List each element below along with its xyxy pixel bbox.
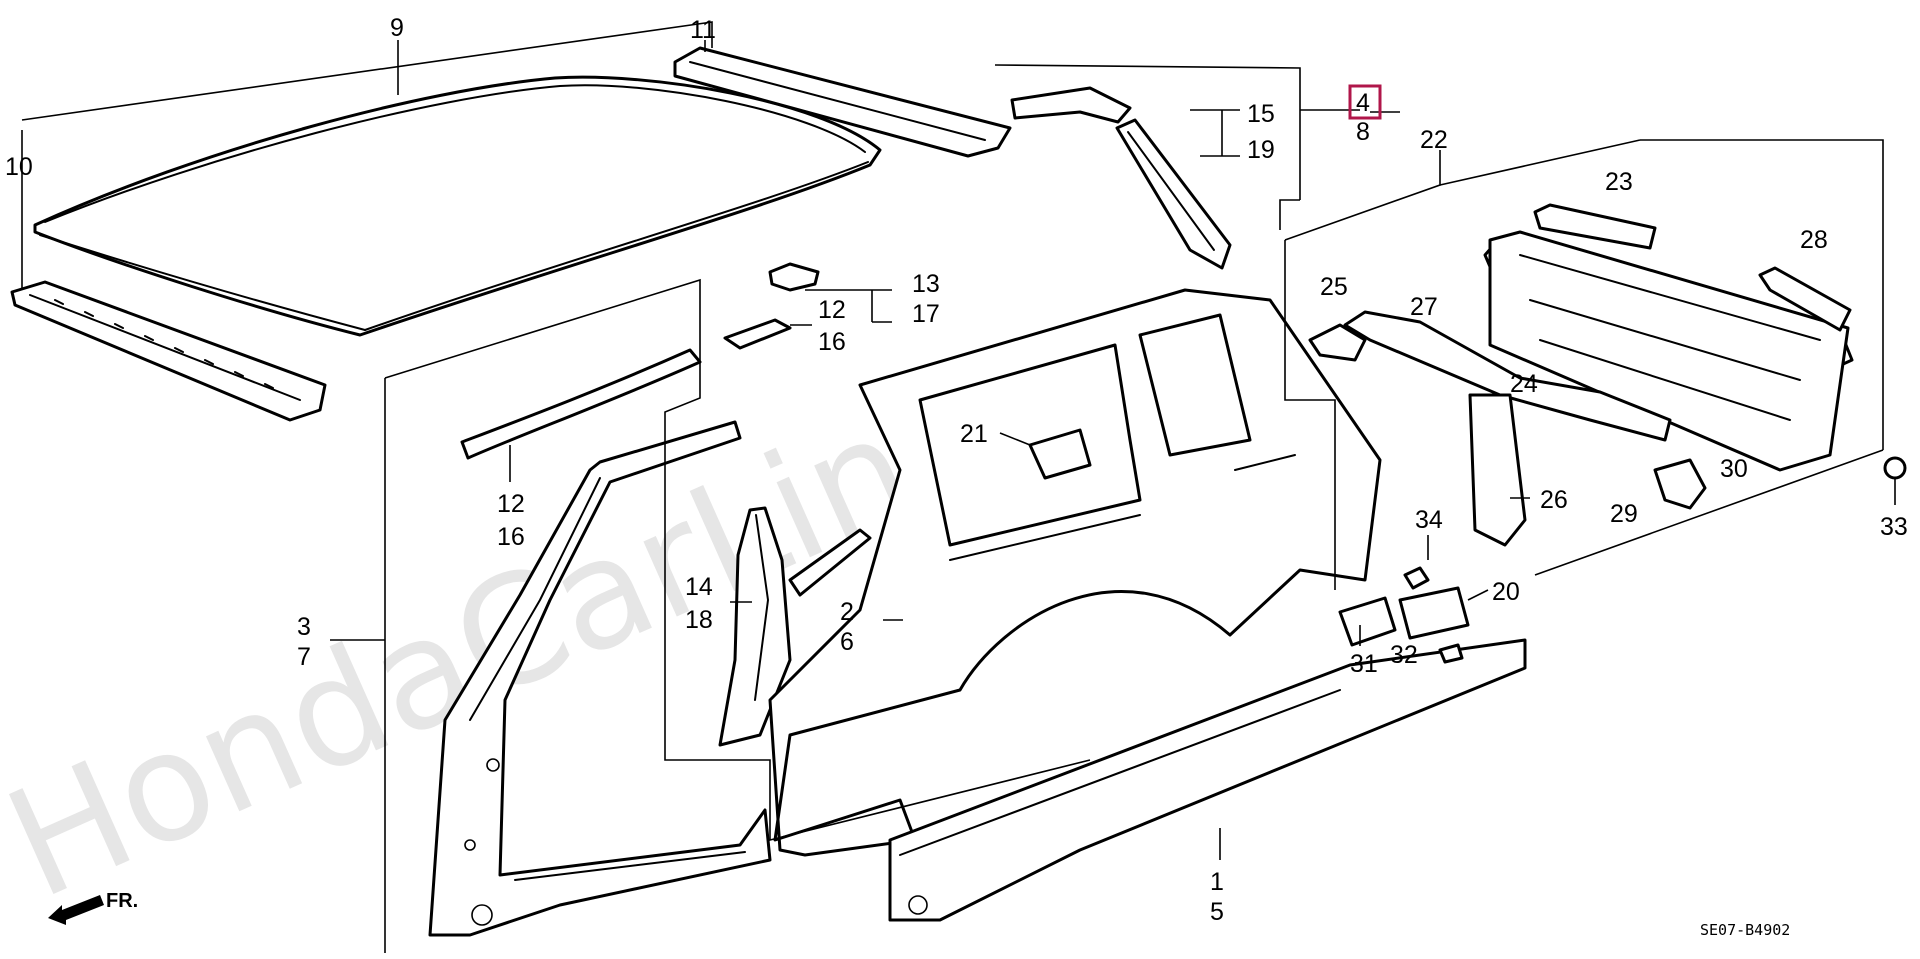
callout-27: 27 <box>1410 293 1438 321</box>
callout-31: 31 <box>1350 650 1378 678</box>
grommet-33[interactable] <box>1883 456 1907 480</box>
callout-labels: 9 11 10 15 19 4 8 22 23 28 13 12 17 16 2… <box>5 14 1908 926</box>
callout-29: 29 <box>1610 500 1638 528</box>
front-roof-rail[interactable] <box>10 280 327 422</box>
rear-panel-upper-bar[interactable] <box>1533 203 1657 250</box>
callout-18: 18 <box>685 606 713 634</box>
roof-panel[interactable] <box>33 75 882 337</box>
callout-25: 25 <box>1320 273 1348 301</box>
callout-12-upper: 12 <box>818 296 846 324</box>
front-direction-arrow-icon: FR. <box>48 890 138 925</box>
callout-9: 9 <box>390 14 404 42</box>
callout-8: 8 <box>1356 118 1370 146</box>
roof-side-rail-lower[interactable] <box>1115 118 1232 270</box>
callout-16-lower: 16 <box>497 523 525 551</box>
callout-1: 1 <box>1210 868 1224 896</box>
side-sill-panel[interactable] <box>888 638 1527 922</box>
callout-15: 15 <box>1247 100 1275 128</box>
callout-16-upper: 16 <box>818 328 846 356</box>
selected-part-box <box>1348 84 1382 120</box>
callout-24: 24 <box>1510 370 1538 398</box>
fuel-filler-door[interactable] <box>1028 428 1092 480</box>
callout-32: 32 <box>1390 641 1418 669</box>
rear-bracket-25[interactable] <box>1308 323 1367 362</box>
rear-panel-assembly[interactable] <box>1483 230 1854 472</box>
callout-7: 7 <box>297 643 311 671</box>
callout-30: 30 <box>1720 455 1748 483</box>
callout-22: 22 <box>1420 126 1448 154</box>
callout-17: 17 <box>912 300 940 328</box>
callout-5: 5 <box>1210 898 1224 926</box>
bracket-31[interactable] <box>1338 596 1397 647</box>
center-pillar-inner[interactable] <box>718 506 872 747</box>
callout-leaders <box>330 40 1896 860</box>
rear-panel-side-bar[interactable] <box>1758 266 1852 332</box>
roof-molding-short[interactable] <box>723 318 792 350</box>
rear-roof-rail[interactable] <box>673 46 1012 158</box>
roof-side-rail-upper[interactable] <box>1010 86 1132 124</box>
fuel-lid-20[interactable] <box>1398 586 1470 640</box>
roof-bracket[interactable] <box>768 262 820 292</box>
callout-28: 28 <box>1800 226 1828 254</box>
callout-23: 23 <box>1605 168 1633 196</box>
callout-2: 2 <box>840 598 854 626</box>
group-leader-lines <box>21 21 1884 953</box>
callout-10: 10 <box>5 153 33 181</box>
callout-3: 3 <box>297 613 311 641</box>
callout-20: 20 <box>1492 578 1520 606</box>
callout-13: 13 <box>912 270 940 298</box>
bolt-34[interactable] <box>1403 566 1430 590</box>
clip-32[interactable] <box>1438 643 1464 664</box>
rear-crossmember[interactable] <box>1343 310 1672 547</box>
front-label: FR. <box>106 890 138 912</box>
callout-34: 34 <box>1415 506 1443 534</box>
front-outer-side-panel[interactable] <box>428 420 772 937</box>
callout-21: 21 <box>960 420 988 448</box>
callout-33: 33 <box>1880 513 1908 541</box>
callout-4-selected[interactable]: 4 <box>1356 89 1370 117</box>
rear-latch-bracket[interactable] <box>1653 458 1707 510</box>
callout-6: 6 <box>840 628 854 656</box>
callout-19: 19 <box>1247 136 1275 164</box>
callout-11: 11 <box>690 16 716 44</box>
callout-14: 14 <box>685 573 713 601</box>
callout-12-lower: 12 <box>497 490 525 518</box>
callout-26: 26 <box>1540 486 1568 514</box>
diagram-code: SE07-B4902 <box>1700 921 1790 939</box>
